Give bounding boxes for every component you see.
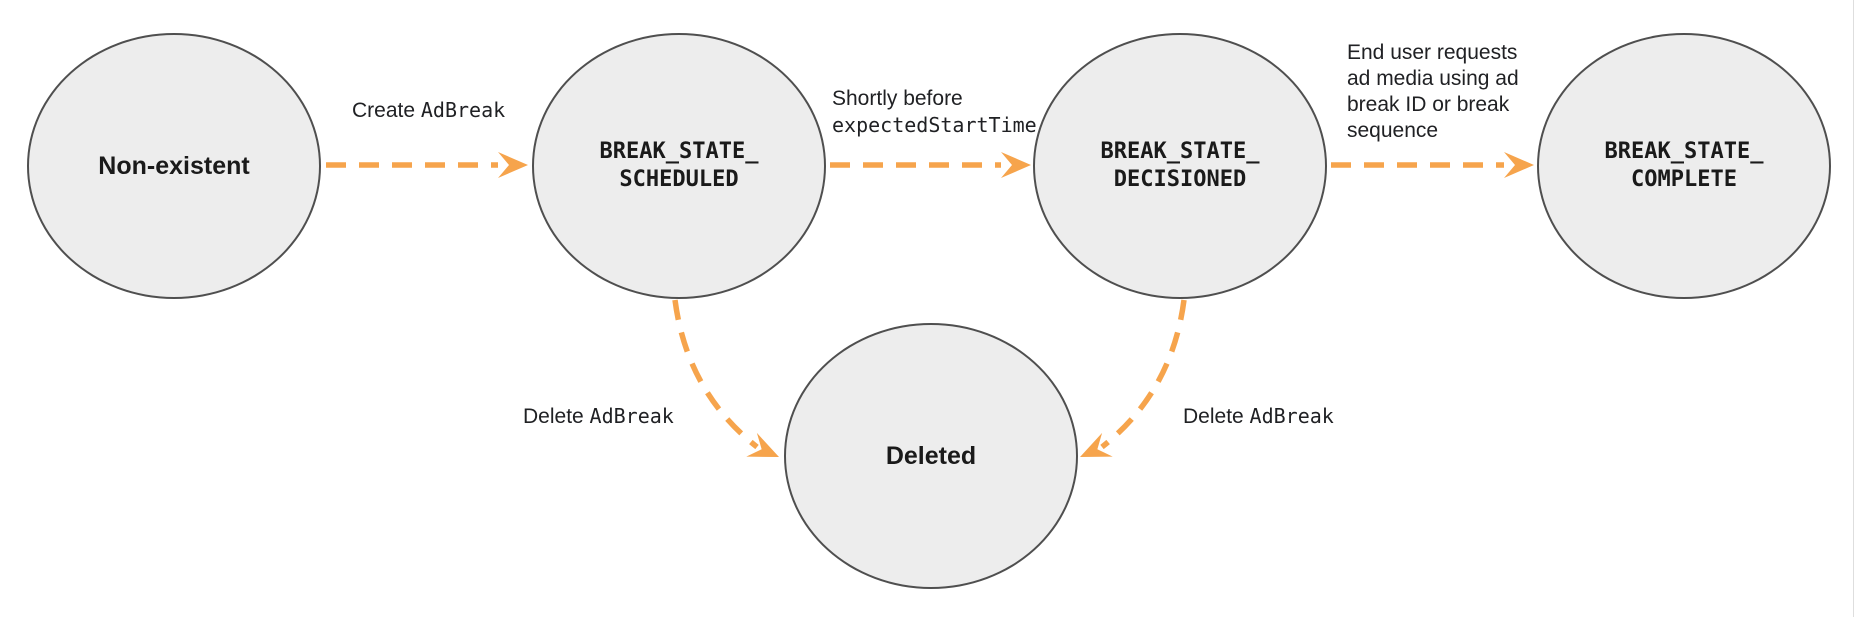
state-node-break-state-scheduled: BREAK_STATE_ SCHEDULED	[532, 33, 826, 299]
state-label-non-existent: Non-existent	[98, 151, 250, 180]
arrowhead-shortly-before	[1001, 152, 1031, 178]
edge-label-create-plain: Create	[352, 99, 421, 122]
edge-label-shortly-code: expectedStartTime	[832, 113, 1037, 137]
edge-label-create-code: AdBreak	[420, 98, 506, 122]
edge-label-end-user-requests-text: End user requests ad media using ad brea…	[1347, 41, 1519, 142]
state-label-break-state-scheduled: BREAK_STATE_ SCHEDULED	[599, 139, 759, 192]
state-node-break-state-complete: BREAK_STATE_ COMPLETE	[1537, 33, 1831, 299]
edge-label-delete-adbreak-right: Delete AdBreak	[1183, 403, 1334, 430]
edge-label-create-adbreak: Create AdBreak	[352, 97, 505, 124]
edge-label-delete-left-plain: Delete	[523, 405, 590, 428]
state-label-break-state-decisioned: BREAK_STATE_ DECISIONED	[1100, 139, 1260, 192]
state-node-break-state-decisioned: BREAK_STATE_ DECISIONED	[1033, 33, 1327, 299]
edge-label-end-user-requests: End user requests ad media using ad brea…	[1347, 40, 1542, 144]
edge-label-delete-left-code: AdBreak	[589, 404, 674, 428]
edge-label-shortly-plain: Shortly before	[832, 87, 963, 110]
state-node-deleted: Deleted	[784, 323, 1078, 589]
content-edge-divider	[1853, 0, 1854, 617]
edge-label-delete-adbreak-left: Delete AdBreak	[523, 403, 674, 430]
arrowhead-delete-adbreak-left	[746, 432, 779, 457]
arrowhead-create-adbreak	[498, 152, 528, 178]
edge-label-delete-right-code: AdBreak	[1249, 404, 1334, 428]
state-label-break-state-complete: BREAK_STATE_ COMPLETE	[1604, 139, 1764, 192]
state-node-non-existent: Non-existent	[27, 33, 321, 299]
edge-delete-adbreak-left-curve	[672, 299, 759, 450]
edge-delete-adbreak-right-curve	[1100, 299, 1187, 450]
edge-label-delete-right-plain: Delete	[1183, 405, 1250, 428]
edge-label-shortly-before: Shortly before expectedStartTime	[832, 86, 1037, 138]
arrowhead-end-user-requests	[1504, 152, 1534, 178]
state-label-deleted: Deleted	[885, 441, 977, 470]
arrowhead-delete-adbreak-right	[1080, 432, 1113, 457]
